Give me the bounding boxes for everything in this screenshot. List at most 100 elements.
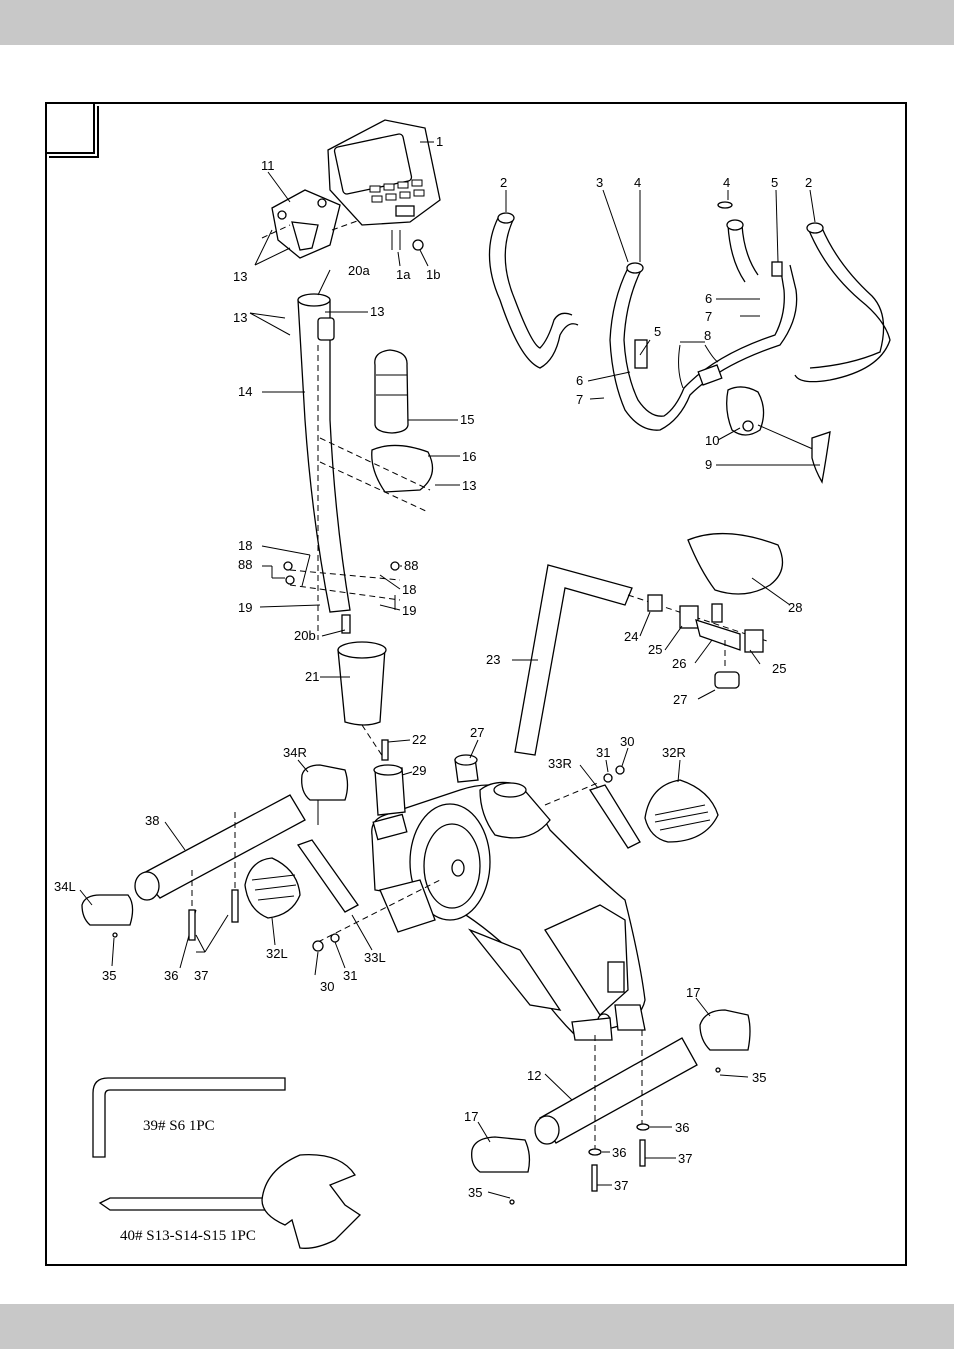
console-part [327,119,441,251]
label-36-rear-right: 36 [675,1120,689,1135]
label-30-right: 30 [620,734,634,749]
bottle-holder-part [371,444,434,493]
seat-post-part [514,564,633,756]
label-30-left: 30 [320,979,334,994]
label-33L: 33L [364,950,386,965]
step-box-shadow [49,106,99,158]
seat-slider-part [647,594,764,689]
label-21: 21 [305,669,319,684]
seat-housing-part [479,781,551,839]
allen-key-tool [92,1077,286,1158]
left-pedal-part [244,857,301,919]
handlebar-post-part [297,293,351,613]
label-7-right: 7 [705,309,712,324]
label-6-right: 6 [705,291,712,306]
label-27-knob: 27 [470,725,484,740]
post-shroud-part [337,641,387,726]
label-34L: 34L [54,879,76,894]
label-1a: 1a [396,267,411,282]
label-14: 14 [238,384,252,399]
label-13-right: 13 [370,304,384,319]
seat-part [687,532,784,595]
diagram-frame [45,102,907,1266]
rear-end-cap-right-part [699,1009,751,1051]
knob-part [454,754,479,783]
label-32R: 32R [662,745,686,760]
label-25-right: 25 [772,661,786,676]
pulse-sensor-part [726,386,765,436]
upright-tube-part [373,764,406,816]
center-handlebar-part [609,262,798,431]
wrench-caption: 40# S13-S14-S15 1PC [120,1228,256,1244]
label-35-front: 35 [102,968,116,983]
right-pedal-part [644,779,719,843]
label-88-right: 88 [404,558,418,573]
side-handlebar-right-part [794,222,891,383]
label-29: 29 [412,763,426,778]
label-35-rear-right: 35 [752,1070,766,1085]
label-15: 15 [460,412,474,427]
label-3: 3 [596,175,603,190]
label-28: 28 [788,600,802,615]
label-20a: 20a [348,263,370,278]
step-number-box [45,102,95,154]
label-12: 12 [527,1068,541,1083]
label-13-holder: 13 [462,478,476,493]
label-25-left: 25 [648,642,662,657]
allen-key-caption: 39# S6 1PC [143,1118,215,1134]
label-27-seat: 27 [673,692,687,707]
label-37-rear-right: 37 [678,1151,692,1166]
label-13-bracket: 13 [233,269,247,284]
label-33R: 33R [548,756,572,771]
label-19-left: 19 [238,600,252,615]
front-end-cap-left-part [81,894,134,926]
label-9: 9 [705,457,712,472]
label-88-left: 88 [238,557,252,572]
label-5-right: 5 [771,175,778,190]
label-22: 22 [412,732,426,747]
footer-band [0,1304,954,1349]
label-13-left: 13 [233,310,247,325]
label-17-right: 17 [686,985,700,1000]
label-32L: 32L [266,946,288,961]
rear-stabilizer-part [534,1037,698,1145]
label-31-right: 31 [596,745,610,760]
label-24: 24 [624,629,638,644]
rear-end-cap-left-part [471,1136,531,1173]
header-band [0,0,954,45]
label-1b: 1b [426,267,440,282]
top-handlebar-part [717,201,759,283]
label-36-rear-left: 36 [612,1145,626,1160]
label-8: 8 [704,328,711,343]
label-18-left: 18 [238,538,252,553]
label-10: 10 [705,433,719,448]
front-end-cap-right-part [301,764,349,801]
label-2-right: 2 [805,175,812,190]
label-17-left: 17 [464,1109,478,1124]
label-16: 16 [462,449,476,464]
label-1: 1 [436,134,443,149]
label-6-left: 6 [576,373,583,388]
label-37-front: 37 [194,968,208,983]
water-bottle-part [374,349,409,434]
label-18-right: 18 [402,582,416,597]
label-4-left: 4 [634,175,641,190]
side-handlebar-left-part [488,212,579,369]
label-7-left: 7 [576,392,583,407]
console-bracket-part [271,189,341,259]
label-20b: 20b [294,628,316,643]
label-2-left: 2 [500,175,507,190]
wrench-tool [98,1154,362,1249]
left-crank-part [296,839,359,913]
label-4-right: 4 [723,175,730,190]
label-19-right: 19 [402,603,416,618]
label-5-left: 5 [654,324,661,339]
main-frame-part [371,784,646,1041]
label-34R: 34R [283,745,307,760]
part-labels: 1 1a 1b 2 3 4 4 5 2 6 7 5 8 6 7 10 9 11 … [54,134,812,1200]
label-37-rear-left: 37 [614,1178,628,1193]
label-38: 38 [145,813,159,828]
front-stabilizer-part [134,794,306,901]
label-23: 23 [486,652,500,667]
